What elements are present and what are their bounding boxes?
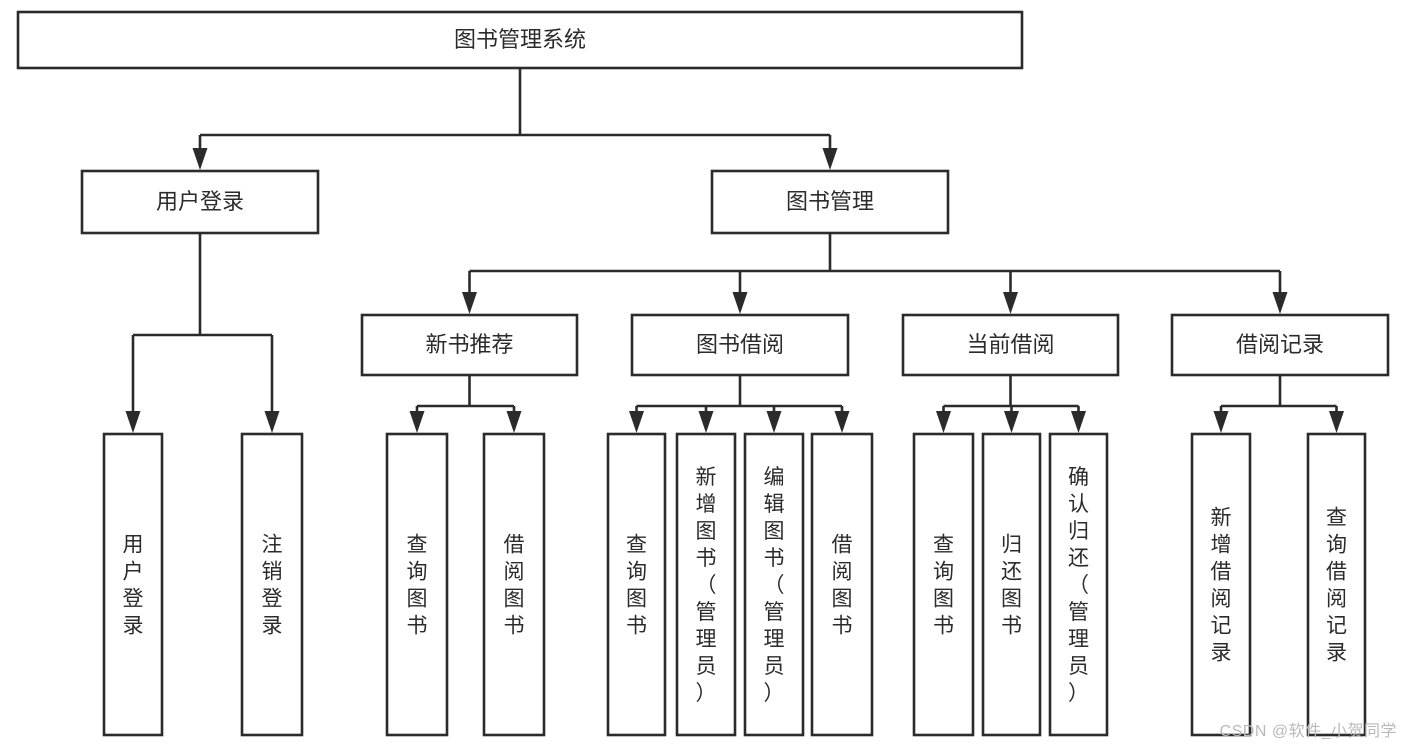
- node-leaf-user-login[interactable]: 用户登录: [102, 432, 164, 737]
- connector-group-new-book-rec: [409, 375, 522, 433]
- node-label: 查询图书: [407, 534, 428, 638]
- node-leaf-borrow-query-book[interactable]: 查询图书: [606, 432, 667, 737]
- arrow-head-icon: [1003, 292, 1018, 314]
- node-label: 新增借阅记录: [1211, 507, 1232, 665]
- node-label: 新书推荐: [425, 332, 513, 357]
- node-leaf-user-logout[interactable]: 注销登录: [240, 432, 304, 737]
- node-leaf-rec-query-book[interactable]: 查询图书: [385, 432, 449, 737]
- node-box[interactable]: [901, 313, 1120, 377]
- arrow-head-icon: [1071, 411, 1086, 433]
- node-box[interactable]: [360, 313, 579, 377]
- connector-group-borrow-record: [1213, 375, 1344, 433]
- node-leaf-borrow-add-book[interactable]: 新增图书（管理员）: [675, 432, 737, 737]
- arrow-head-icon: [192, 148, 208, 170]
- connector-layer: [125, 68, 1344, 433]
- node-label: 图书管理: [786, 189, 874, 214]
- connector-group-user-login: [125, 233, 280, 433]
- node-box[interactable]: [1170, 313, 1390, 377]
- node-leaf-current-confirm-return[interactable]: 确认归还（管理员）: [1048, 432, 1109, 737]
- node-box[interactable]: [1306, 432, 1367, 737]
- arrow-head-icon: [1272, 292, 1288, 314]
- arrow-head-icon: [822, 148, 838, 170]
- node-book-manage[interactable]: 图书管理: [710, 169, 950, 235]
- node-box[interactable]: [630, 313, 850, 377]
- node-box[interactable]: [240, 432, 304, 737]
- node-label: 确认归还（管理员）: [1068, 466, 1089, 705]
- arrow-head-icon: [936, 411, 951, 433]
- node-leaf-record-add[interactable]: 新增借阅记录: [1190, 432, 1252, 737]
- node-box[interactable]: [16, 10, 1024, 70]
- node-current-borrow[interactable]: 当前借阅: [901, 313, 1120, 377]
- node-label: 图书借阅: [696, 332, 784, 357]
- node-label: 新增图书（管理员）: [696, 466, 717, 705]
- node-box[interactable]: [80, 169, 320, 235]
- node-label: 注销登录: [262, 534, 283, 638]
- node-box[interactable]: [482, 432, 546, 737]
- arrow-head-icon: [1004, 411, 1019, 433]
- node-user-login[interactable]: 用户登录: [80, 169, 320, 235]
- node-label: 查询借阅记录: [1326, 507, 1347, 665]
- node-label: 查询图书: [933, 534, 954, 638]
- node-label: 借阅记录: [1236, 332, 1324, 357]
- node-leaf-current-return-book[interactable]: 归还图书: [981, 432, 1042, 737]
- node-label: 用户登录: [123, 534, 144, 638]
- node-box[interactable]: [810, 432, 874, 737]
- node-label: 借阅图书: [504, 534, 525, 638]
- node-borrow-record[interactable]: 借阅记录: [1170, 313, 1390, 377]
- node-leaf-record-query[interactable]: 查询借阅记录: [1306, 432, 1367, 737]
- arrow-head-icon: [506, 411, 522, 433]
- connector-group-book-manage: [462, 233, 1288, 314]
- node-box[interactable]: [606, 432, 667, 737]
- node-label: 查询图书: [626, 534, 647, 638]
- node-label: 归还图书: [1001, 534, 1022, 638]
- node-new-book-rec[interactable]: 新书推荐: [360, 313, 579, 377]
- node-book-borrow[interactable]: 图书借阅: [630, 313, 850, 377]
- connector-group-current-borrow: [936, 375, 1086, 433]
- arrow-head-icon: [264, 411, 280, 433]
- arrow-head-icon: [629, 411, 644, 433]
- arrow-head-icon: [732, 292, 748, 314]
- node-box[interactable]: [1190, 432, 1252, 737]
- node-layer: 图书管理系统用户登录图书管理新书推荐图书借阅当前借阅借阅记录用户登录注销登录查询…: [16, 10, 1390, 737]
- node-box[interactable]: [743, 432, 805, 737]
- node-label: 借阅图书: [832, 534, 853, 638]
- arrow-head-icon: [834, 411, 850, 433]
- node-box[interactable]: [981, 432, 1042, 737]
- node-box[interactable]: [1048, 432, 1109, 737]
- node-box[interactable]: [385, 432, 449, 737]
- arrow-head-icon: [409, 411, 425, 433]
- arrow-head-icon: [766, 411, 782, 433]
- node-leaf-borrow-borrow-book[interactable]: 借阅图书: [810, 432, 874, 737]
- node-box[interactable]: [675, 432, 737, 737]
- arrow-head-icon: [1213, 411, 1229, 433]
- arrow-head-icon: [125, 411, 141, 433]
- node-box[interactable]: [912, 432, 975, 737]
- arrow-head-icon: [1329, 411, 1344, 433]
- connector-group-root: [192, 68, 838, 170]
- node-root[interactable]: 图书管理系统: [16, 10, 1024, 70]
- node-leaf-borrow-edit-book[interactable]: 编辑图书（管理员）: [743, 432, 805, 737]
- arrow-head-icon: [462, 292, 477, 314]
- connector-group-book-borrow: [629, 375, 850, 433]
- node-box[interactable]: [710, 169, 950, 235]
- arrow-head-icon: [698, 411, 714, 433]
- node-leaf-rec-borrow-book[interactable]: 借阅图书: [482, 432, 546, 737]
- node-box[interactable]: [102, 432, 164, 737]
- node-label: 当前借阅: [966, 332, 1054, 357]
- node-label: 编辑图书（管理员）: [764, 466, 785, 705]
- node-label: 图书管理系统: [454, 27, 586, 52]
- node-leaf-current-query-book[interactable]: 查询图书: [912, 432, 975, 737]
- node-label: 用户登录: [156, 189, 244, 214]
